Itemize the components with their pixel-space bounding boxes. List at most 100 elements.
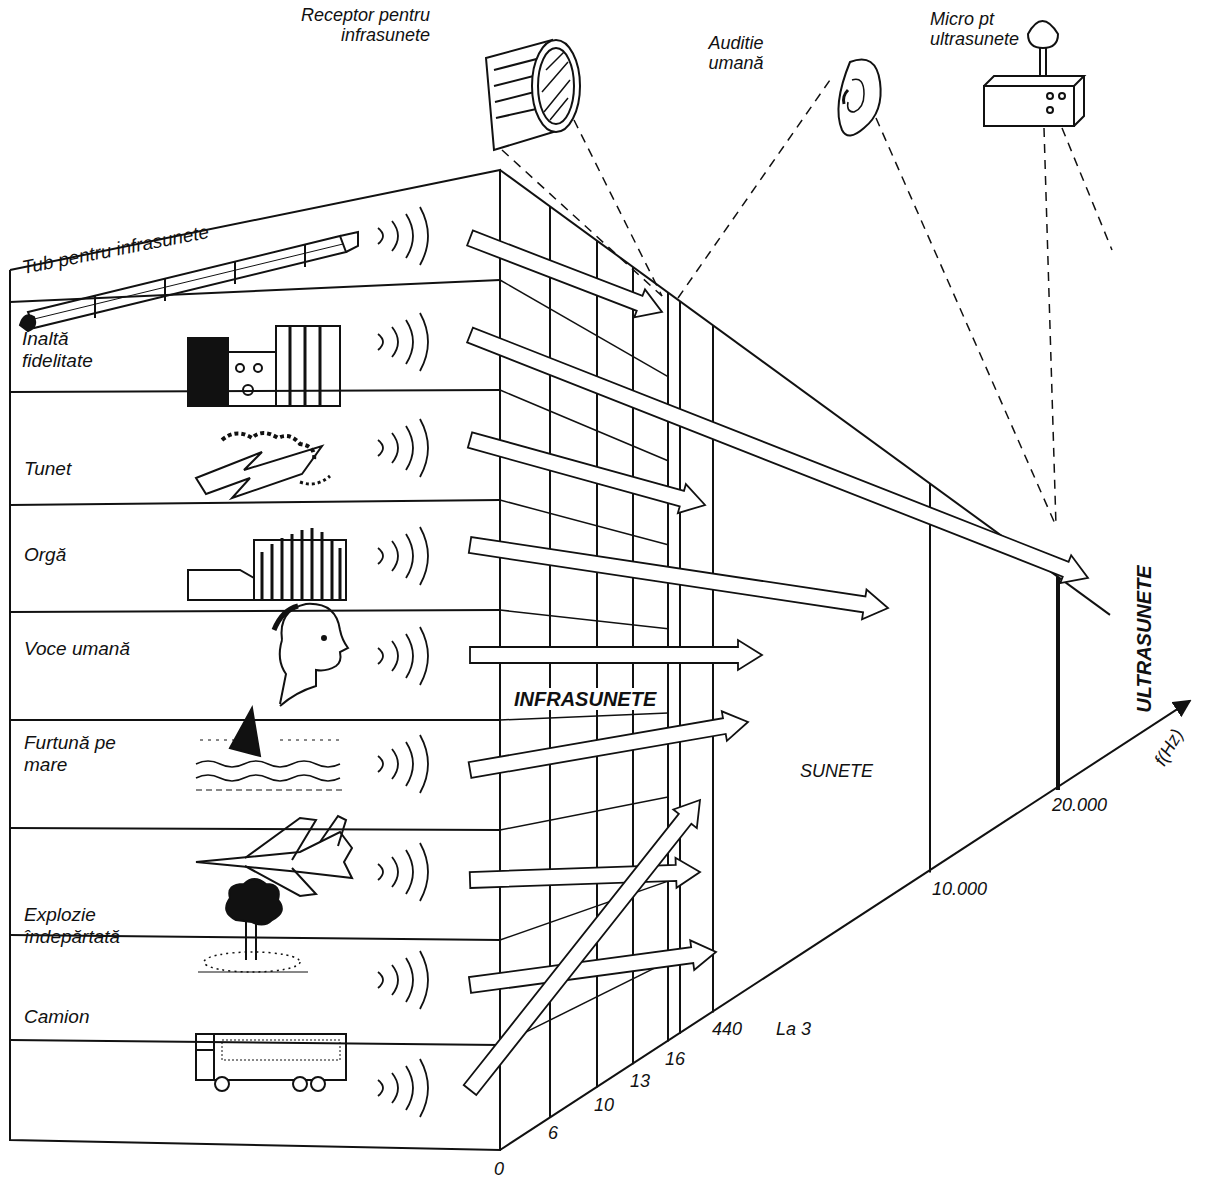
source-name: Tunet xyxy=(24,458,71,480)
stormy-sea xyxy=(196,708,346,790)
detector-label: Receptor pentru infrasunete xyxy=(240,6,430,46)
sound-wave-arc xyxy=(378,972,383,988)
sound-wave-arc xyxy=(420,313,428,371)
frequency-arrow xyxy=(469,711,748,778)
infrasound-receptor xyxy=(486,40,580,150)
sound-wave-arc xyxy=(420,951,428,1009)
tick-label: 20.000 xyxy=(1052,796,1107,816)
sound-wave-arc xyxy=(378,548,383,564)
sound-wave-arc xyxy=(392,541,398,571)
frequency-gridline xyxy=(929,484,931,873)
grid-row xyxy=(500,881,668,940)
panel-divider xyxy=(10,1040,500,1045)
sound-wave-arc xyxy=(406,426,413,470)
panel-divider xyxy=(10,610,500,612)
source-panel: Voce umană xyxy=(20,636,134,662)
sound-wave-arc xyxy=(378,864,383,880)
human-head xyxy=(274,604,348,706)
tick-label: 10.000 xyxy=(932,880,987,900)
sound-wave-arc xyxy=(406,958,413,1002)
tick-label: 440 xyxy=(712,1020,742,1040)
thunder-lightning xyxy=(196,433,330,498)
tick-label: 10 xyxy=(594,1096,614,1116)
sound-wave-arc xyxy=(378,756,383,772)
sound-wave-arc xyxy=(406,850,413,894)
panel-divider xyxy=(10,828,500,830)
sound-wave-arc xyxy=(392,1073,398,1103)
sound-wave-arc xyxy=(420,843,428,901)
human-ear xyxy=(838,60,880,136)
frequency-arrow xyxy=(470,640,762,670)
sound-wave-arc xyxy=(378,648,383,664)
frequency-arrow xyxy=(467,328,1088,584)
tick-label: 16 xyxy=(665,1050,685,1070)
tick-label: 6 xyxy=(548,1124,558,1144)
sound-wave-arc xyxy=(420,1059,428,1117)
sound-wave-arc xyxy=(378,334,383,350)
sound-wave-arc xyxy=(420,627,428,685)
source-name: Camion xyxy=(24,1006,89,1028)
source-panels xyxy=(10,170,500,1150)
frequency-arrow xyxy=(470,858,700,888)
source-name: Furtună pe mare xyxy=(24,732,134,776)
sound-wave-arc xyxy=(406,1066,413,1110)
source-panel: Inaltă fidelitate xyxy=(18,326,136,374)
sound-waves xyxy=(378,207,428,1117)
frequency-gridline xyxy=(632,267,634,1064)
source-panel: Tunet xyxy=(20,456,75,482)
detector-label: Micro pt ultrasunete xyxy=(930,10,1048,50)
sound-wave-arc xyxy=(378,440,383,456)
source-name: Inaltă fidelitate xyxy=(22,328,132,372)
frequency-arrows xyxy=(464,231,1088,1095)
distant-explosion xyxy=(198,879,308,972)
source-panel: Camion xyxy=(20,1004,93,1030)
sound-wave-arc xyxy=(406,634,413,678)
sound-wave-arc xyxy=(392,221,398,251)
sound-wave-arc xyxy=(420,207,428,265)
sound-wave-arc xyxy=(406,742,413,786)
sound-wave-arc xyxy=(392,433,398,463)
tick-label: 13 xyxy=(630,1072,650,1092)
sound-wave-arc xyxy=(392,749,398,779)
source-panel: Orgă xyxy=(20,542,70,568)
frequency-arrow xyxy=(467,231,662,318)
jet-plane xyxy=(196,816,352,896)
hi-fi-system xyxy=(188,326,340,406)
region-label: SUNETE xyxy=(800,762,873,782)
frequency-arrow xyxy=(469,537,888,619)
leader-lines xyxy=(502,80,1112,526)
grid-row xyxy=(500,797,668,830)
grid-row xyxy=(500,713,668,720)
region-label: INFRASUNETE xyxy=(512,688,658,710)
source-panel: Furtună pe mare xyxy=(20,730,138,778)
sound-wave-arc xyxy=(420,527,428,585)
sound-wave-arc xyxy=(378,228,383,244)
tick-label: 0 xyxy=(494,1160,504,1180)
panel-divider xyxy=(10,500,500,505)
sound-wave-arc xyxy=(392,641,398,671)
sound-wave-arc xyxy=(378,1080,383,1096)
sound-wave-arc xyxy=(392,857,398,887)
source-name: Voce umană xyxy=(24,638,130,660)
tick-label: La 3 xyxy=(776,1020,811,1040)
sound-wave-arc xyxy=(406,320,413,364)
source-name: Orgă xyxy=(24,544,66,566)
source-name: Explozie îndepărtată xyxy=(24,904,164,948)
sound-wave-arc xyxy=(392,327,398,357)
source-panel: Explozie îndepărtată xyxy=(20,902,168,950)
detector-label: Auditie umană xyxy=(688,34,784,74)
sound-wave-arc xyxy=(406,534,413,578)
sound-wave-arc xyxy=(406,214,413,258)
frequency-gridline xyxy=(1056,577,1060,790)
sound-wave-arc xyxy=(420,735,428,793)
panel-block xyxy=(10,170,500,1150)
frequency-arrow xyxy=(468,432,705,513)
sound-wave-arc xyxy=(420,419,428,477)
panel-divider xyxy=(10,390,500,392)
region-label: ULTRASUNETE xyxy=(1133,563,1155,714)
organ xyxy=(188,528,346,600)
grid-row xyxy=(500,610,668,629)
truck xyxy=(196,1034,346,1091)
grid-row xyxy=(500,500,668,545)
